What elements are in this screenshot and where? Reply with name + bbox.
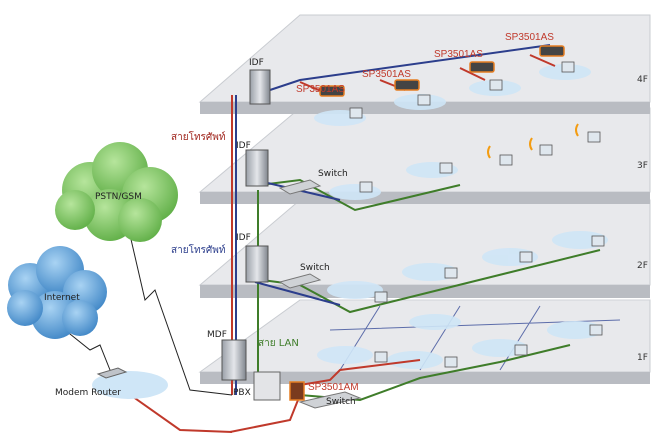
modem-coverage — [92, 371, 168, 399]
switch-1f — [298, 391, 362, 409]
floor-label-4f: 4F — [637, 75, 648, 85]
sp3501as-label-3: SP3501AS — [434, 49, 483, 60]
idf-rack-3f — [245, 149, 269, 187]
lan-line-label: สาย LAN — [258, 338, 299, 349]
modem-router-icon — [96, 367, 128, 379]
cables-4f — [269, 44, 556, 96]
floor-1f: 1F — [198, 299, 651, 384]
idf-label-2f: IDF — [236, 233, 251, 243]
internet-label: Internet — [44, 293, 80, 303]
modem-label: Modem Router — [55, 388, 121, 398]
idf-rack-2f — [245, 245, 269, 283]
idf-rack-4f — [249, 69, 271, 105]
mdf-label: MDF — [207, 330, 227, 340]
sp3501as-label-2: SP3501AS — [362, 69, 411, 80]
switch-label-2f: Switch — [300, 263, 330, 273]
phone-line-label-upper: สายโทรศัพท์ — [171, 130, 225, 143]
internet-cloud — [7, 246, 107, 339]
switch-3f — [278, 179, 322, 195]
sp3501as-label-1: SP3501AS — [296, 84, 345, 95]
switch-label-3f: Switch — [318, 169, 348, 179]
switch-label-1f: Switch — [326, 397, 356, 407]
phone-line-label-lower: สายโทรศัพท์ — [171, 243, 225, 256]
mdf-rack — [221, 339, 247, 381]
wifi-access-point-icon — [487, 123, 579, 159]
sp3501am-label: SP3501AM — [308, 382, 359, 393]
switch-2f — [278, 273, 322, 289]
idf-label-4f: IDF — [249, 58, 264, 68]
floor-label-1f: 1F — [637, 353, 648, 363]
pbx-label: PBX — [233, 388, 251, 398]
workstations — [349, 61, 605, 368]
sp3501as-units — [319, 45, 565, 97]
floor-label-2f: 2F — [637, 261, 648, 271]
sp3501as-label-4: SP3501AS — [505, 32, 554, 43]
floor-label-3f: 3F — [637, 161, 648, 171]
pstn-label: PSTN/GSM — [95, 192, 142, 202]
idf-label-3f: IDF — [236, 141, 251, 151]
sp3501am-unit — [289, 381, 305, 401]
external-links — [64, 234, 233, 396]
pbx-unit — [253, 371, 281, 401]
pstn-cloud — [55, 142, 178, 242]
